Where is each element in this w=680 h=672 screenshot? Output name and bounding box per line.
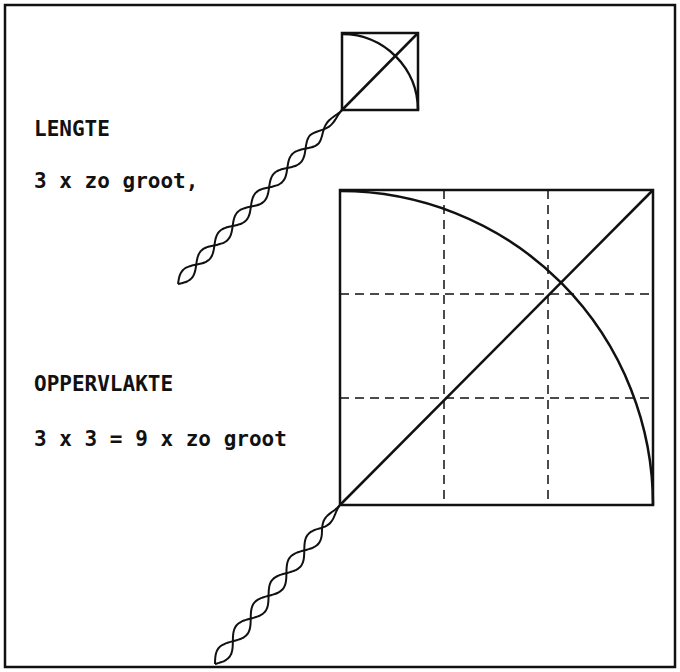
page-frame [5,5,675,667]
tail-strand [215,505,340,664]
ratio-label: 3 x 3 = 9 x zo groot [34,428,287,451]
small-kite [342,33,418,110]
kite-square [342,33,418,110]
kite-tails [178,110,342,664]
kite-diagonal [340,190,653,505]
large-kite [340,190,653,505]
heading-label: LENGTE [34,118,110,141]
ratio-label: 3 x zo groot, [34,170,198,193]
heading-label: OPPERVLAKTE [34,373,173,396]
kite-square [340,190,653,505]
kite-arc [340,191,653,505]
tail-strand [178,110,342,284]
tail-strand [215,505,340,664]
grid-lines [340,190,653,505]
kite-diagonal [342,33,418,110]
tail-strand [178,110,342,284]
kite-arc [342,34,418,110]
